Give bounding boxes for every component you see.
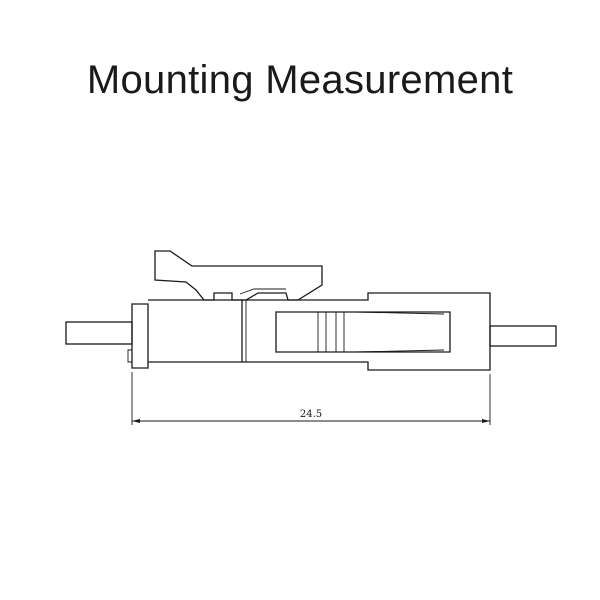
terminal-taper (353, 311, 445, 353)
latch (154, 250, 323, 301)
left-wire (65, 321, 133, 345)
dimension-label: 24.5 (300, 409, 322, 420)
end-cap-step (127, 349, 132, 363)
page-title: Mounting Measurement (86, 58, 514, 102)
housing-front (148, 299, 243, 363)
arrow-left (132, 419, 140, 423)
arrow-right (482, 419, 490, 423)
terminal-window (275, 311, 451, 353)
latch-detail (239, 288, 286, 295)
housing-rear (242, 292, 491, 371)
right-wire (489, 325, 557, 347)
end-cap-flange (131, 303, 149, 369)
